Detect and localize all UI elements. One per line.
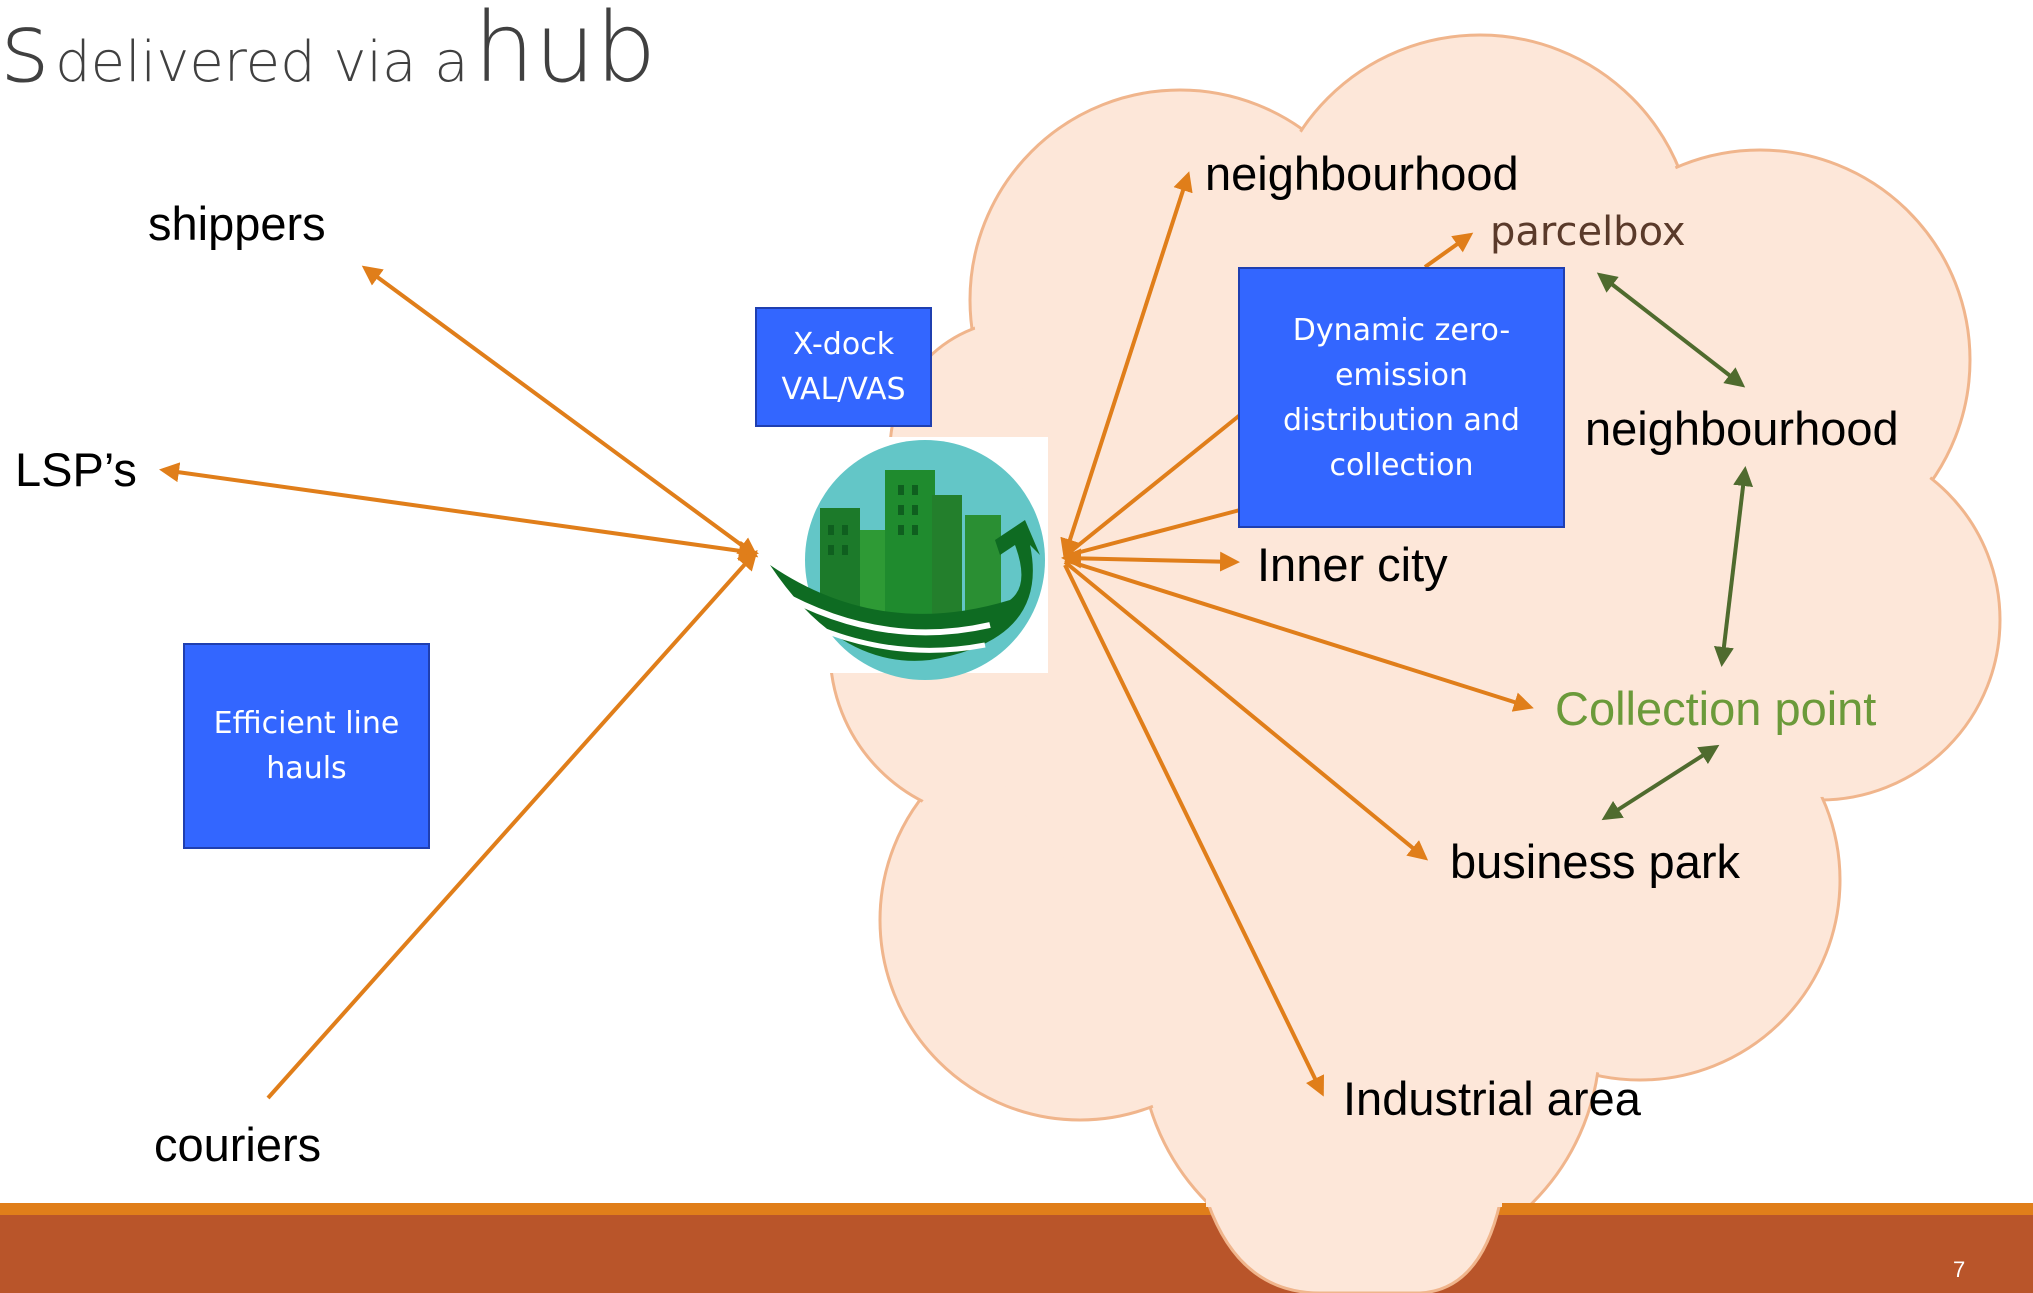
- label-business-park: business park: [1450, 835, 1740, 888]
- arrow-parcelbox: [1423, 232, 1474, 269]
- footer-accent-line: [0, 1203, 2033, 1215]
- arrow-couriers: [266, 550, 758, 1100]
- arrow-collection-business: [1601, 744, 1720, 821]
- arrow-neighbourhood-collection: [1713, 466, 1754, 667]
- box-efficient-line-hauls: Efficient line hauls: [183, 643, 430, 849]
- label-couriers: couriers: [154, 1118, 322, 1171]
- label-neighbourhood-top: neighbourhood: [1205, 147, 1519, 200]
- arrow-dynamic-lower: [1064, 508, 1241, 558]
- label-shippers: shippers: [148, 197, 326, 250]
- label-collection-point: Collection point: [1555, 682, 1877, 735]
- label-lsps: LSP’s: [15, 443, 137, 496]
- arrow-business-park: [1063, 560, 1429, 861]
- title-part-hub: hub: [473, 0, 657, 104]
- title-part-s: s: [0, 0, 51, 104]
- box-dynamic-zero-emission: Dynamic zero- emission distribution and …: [1238, 267, 1565, 528]
- arrow-dynamic-box: [1063, 413, 1242, 558]
- arrow-parcelbox-neighbourhood: [1596, 272, 1746, 388]
- slide-title: s delivered via a hub: [0, 0, 656, 104]
- arrow-lsps: [159, 462, 759, 561]
- arrow-neighbourhood-top: [1060, 171, 1193, 559]
- title-part-delivered: delivered via a: [55, 30, 469, 95]
- page-number: 7: [1953, 1257, 1966, 1282]
- label-industrial-area: Industrial area: [1343, 1072, 1641, 1125]
- label-inner-city: Inner city: [1257, 538, 1448, 591]
- footer-bar: [0, 1215, 2033, 1293]
- label-parcelbox: parcelbox: [1490, 209, 1686, 255]
- label-neighbourhood-right: neighbourhood: [1585, 402, 1899, 455]
- city-skyline-wave-logo-icon: [760, 437, 1048, 680]
- arrow-industrial-area: [1063, 564, 1324, 1097]
- arrow-shippers: [361, 265, 759, 558]
- box-xdock: X-dock VAL/VAS: [755, 307, 932, 427]
- arrow-inner-city: [1061, 548, 1240, 572]
- arrow-collection-point: [1064, 558, 1534, 712]
